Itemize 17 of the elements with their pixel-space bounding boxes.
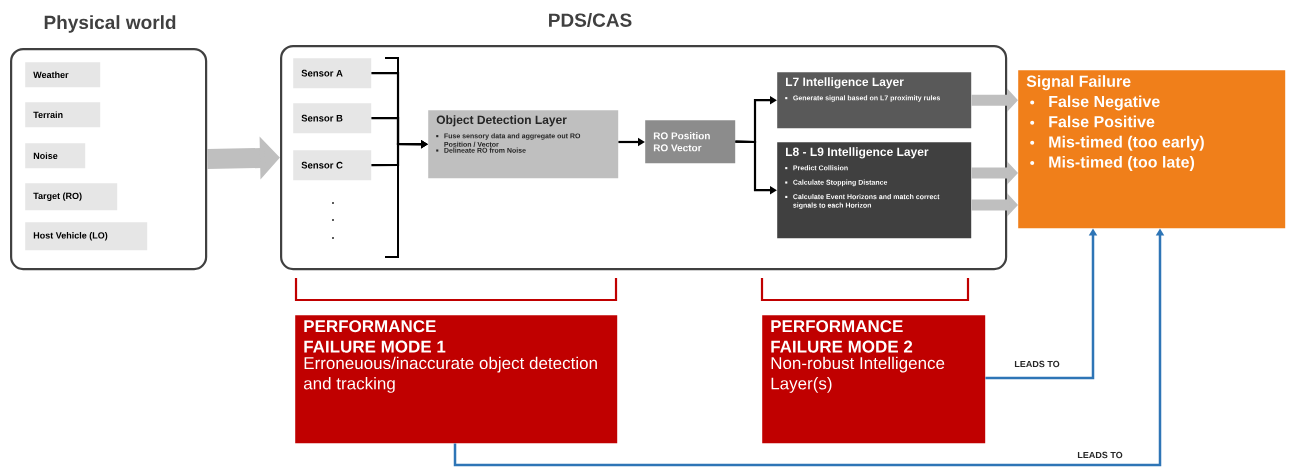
panel-heading: Physical world	[44, 15, 176, 33]
sensor-box: Sensor B	[293, 103, 372, 134]
arrow	[371, 139, 428, 167]
factor-box: Terrain	[25, 102, 101, 128]
edge-label: LEADS TO	[1013, 359, 1061, 369]
sensor-box: Sensor C	[293, 150, 372, 181]
factor-box: Noise	[25, 143, 86, 169]
output-box: RO Position RO Vector	[645, 120, 736, 164]
edge-label: LEADS TO	[1076, 450, 1124, 460]
sensor-box: Sensor A	[293, 58, 372, 89]
factor-box: Weather	[25, 62, 101, 88]
failure-mode-box: PERFORMANCE FAILURE MODE 2 Non-robust Intelligence Layer(s)	[762, 315, 986, 444]
factor-box: Target (RO)	[25, 183, 118, 211]
failure-mode-box: PERFORMANCE FAILURE MODE 1 Erroneuous/inaccurate object detection and tracking	[295, 315, 618, 444]
panel-heading: PDS/CAS	[549, 12, 632, 28]
factor-box: Host Vehicle (LO)	[25, 222, 148, 251]
failure-box: Signal Failure False Negative False Positive Mis-timed (too early) Mis-timed (too late)	[1018, 70, 1286, 229]
